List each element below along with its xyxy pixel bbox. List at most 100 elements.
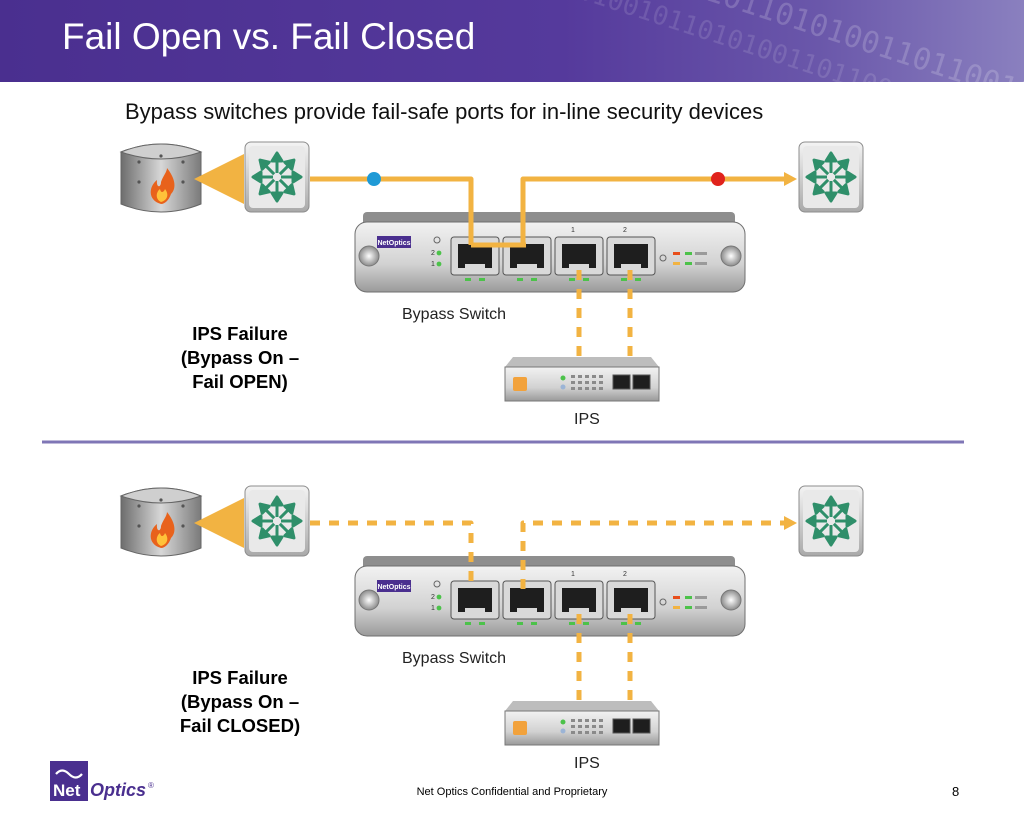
core-switch-left: [244, 485, 310, 557]
arrow-glyph: [251, 170, 273, 184]
arrow-glyph: [270, 525, 284, 547]
title-bar: 0100101101010011011001110001 01001011010…: [0, 0, 1024, 82]
ips-label: IPS: [574, 411, 600, 428]
footer-confidential: Net Optics Confidential and Proprietary: [416, 786, 608, 798]
port-led: [517, 622, 523, 625]
scenario-label-line: (Bypass On –: [180, 691, 300, 712]
arrow-glyph: [805, 514, 827, 528]
port-led: [531, 278, 537, 281]
indicator-bar: [695, 252, 707, 255]
status-led: [436, 261, 442, 267]
scenario-label-line: (Bypass On –: [180, 347, 300, 368]
svg-text:Net: Net: [53, 781, 81, 800]
port-led: [465, 278, 471, 281]
ips-vent: [578, 375, 582, 378]
ips-vent: [592, 375, 596, 378]
indicator-led: [685, 252, 692, 255]
indicator-led: [673, 252, 680, 255]
port-led: [621, 622, 627, 625]
arrow-glyph: [832, 502, 850, 520]
arrow-to-right-switch: [784, 516, 797, 530]
arrow-glyph: [812, 522, 830, 540]
path-marker-dot: [367, 172, 381, 186]
arrow-glyph: [251, 514, 273, 528]
ips-top: [505, 701, 659, 711]
status-led: [436, 605, 442, 611]
rivet: [137, 524, 141, 528]
port-number: 2: [623, 227, 627, 234]
port-led: [531, 622, 537, 625]
ips-led: [560, 719, 566, 725]
arrows-icon: [251, 151, 303, 203]
port-latch: [517, 608, 537, 612]
scenario-label-line: Fail OPEN): [192, 371, 288, 392]
port-latch: [621, 608, 641, 612]
page-title: Fail Open vs. Fail Closed: [62, 16, 476, 57]
arrow-glyph: [258, 502, 276, 520]
ips-vent: [578, 719, 582, 722]
arrow-glyph: [812, 502, 830, 520]
arrow-glyph: [824, 181, 838, 203]
port-led: [583, 622, 589, 625]
ips-led: [560, 375, 566, 381]
ips-vent: [571, 731, 575, 734]
arrow-glyph: [824, 495, 838, 517]
ips-top: [505, 357, 659, 367]
arrow-glyph: [805, 170, 827, 184]
arrow-glyph: [835, 514, 857, 528]
ips-port: [612, 374, 631, 390]
arrow-glyph: [812, 178, 830, 196]
port-latch: [621, 264, 641, 268]
indicator-led: [673, 262, 680, 265]
status-number: 2: [431, 250, 435, 257]
core-switch-right: [798, 141, 864, 213]
slide-subtitle: Bypass switches provide fail-safe ports …: [125, 99, 764, 124]
arrow-glyph: [281, 170, 303, 184]
arrow-glyph: [824, 151, 838, 173]
traffic-path-left: [310, 520, 474, 589]
arrow-to-right-switch: [784, 172, 797, 186]
port-latch: [465, 264, 485, 268]
ips-led: [560, 384, 566, 390]
netoptics-logo: Net Optics ®: [50, 761, 154, 801]
port-led: [569, 278, 575, 281]
arrow-glyph: [812, 158, 830, 176]
traffic-path-right: [520, 176, 785, 245]
port-latch: [517, 264, 537, 268]
indicator-led: [673, 606, 680, 609]
indicator-bar: [695, 262, 707, 265]
rivet: [159, 154, 163, 158]
arrow-glyph: [835, 170, 857, 184]
firewall-icon: [119, 143, 203, 213]
path-marker-dot: [711, 172, 725, 186]
arrow-glyph: [824, 525, 838, 547]
status-led: [436, 250, 442, 256]
port-number: 2: [623, 571, 627, 578]
screw: [720, 245, 742, 267]
firewall-icon: [119, 487, 203, 557]
port-led: [621, 278, 627, 281]
rivet: [181, 160, 185, 164]
ips-vent: [571, 381, 575, 384]
rivet: [159, 498, 163, 502]
screw: [720, 589, 742, 611]
arrow-glyph: [270, 181, 284, 203]
status-ring: [433, 580, 441, 588]
status-ring: [659, 598, 667, 606]
ips-led: [560, 728, 566, 734]
arrow-glyph: [258, 178, 276, 196]
port-led: [583, 278, 589, 281]
ips-vent: [578, 381, 582, 384]
page-number: 8: [952, 784, 960, 799]
port-led: [569, 622, 575, 625]
ips-vent: [585, 375, 589, 378]
ips-port: [612, 718, 631, 734]
arrow-glyph: [258, 522, 276, 540]
rivet: [137, 160, 141, 164]
ips-vent: [592, 731, 596, 734]
status-led: [436, 594, 442, 600]
rivet: [181, 504, 185, 508]
